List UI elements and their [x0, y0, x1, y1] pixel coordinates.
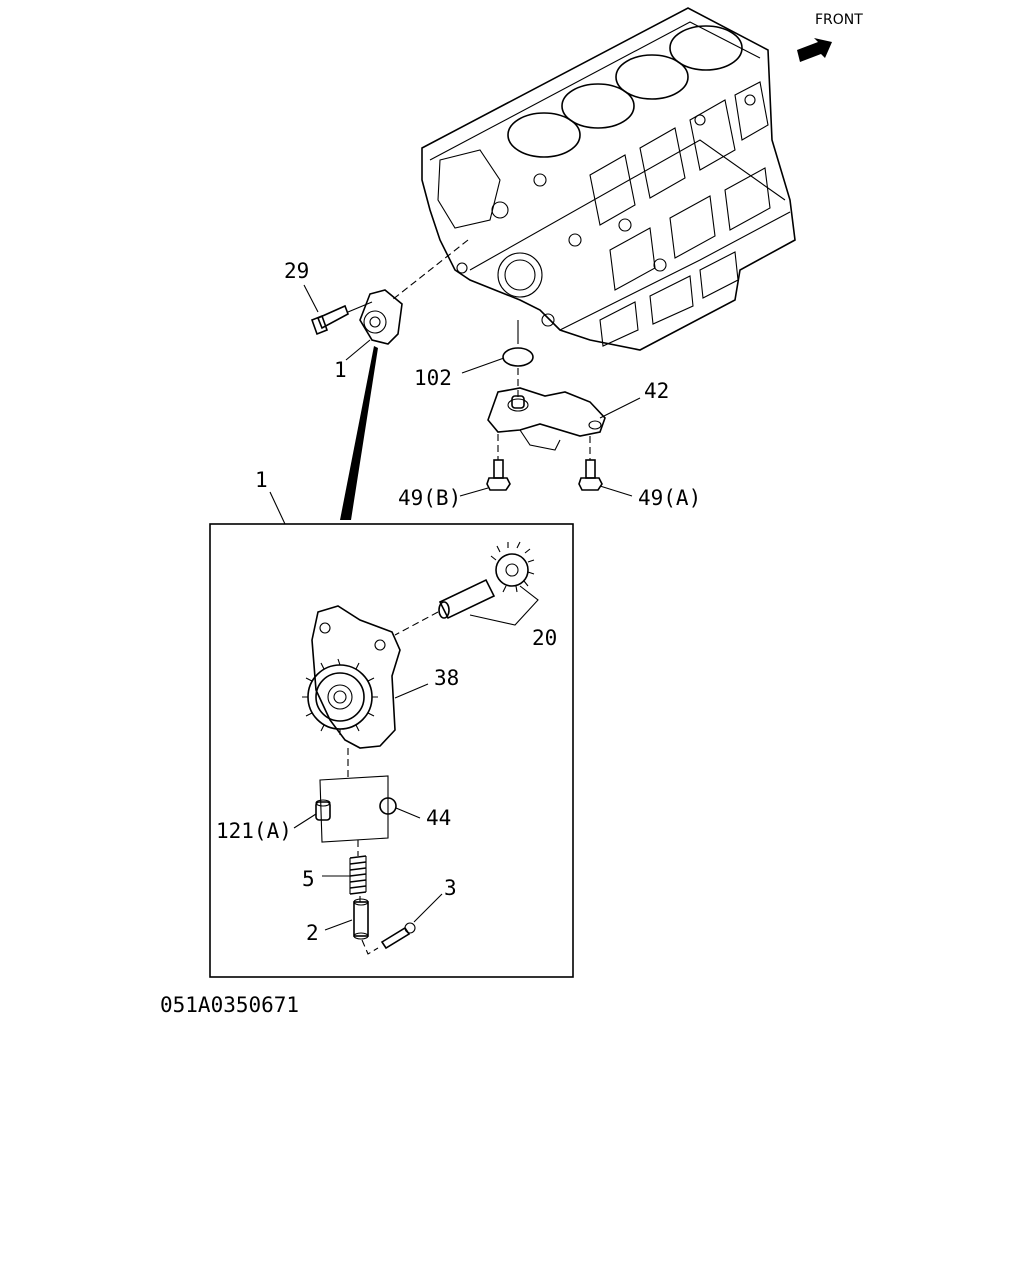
callout-38: 38 [434, 666, 459, 690]
callout-121a: 121(A) [216, 819, 292, 843]
front-arrow-icon [797, 38, 832, 62]
callout-5: 5 [302, 867, 315, 891]
callout-1-box: 1 [255, 468, 268, 492]
o-ring-102 [502, 347, 534, 367]
front-label: FRONT [815, 12, 863, 28]
spring-5 [349, 855, 367, 895]
bolt-29 [310, 301, 373, 336]
detail-box [209, 523, 574, 978]
pin-121a [315, 799, 331, 821]
plunger-2 [353, 898, 369, 940]
callout-2: 2 [306, 921, 319, 945]
callout-44: 44 [426, 806, 451, 830]
callout-49b: 49(B) [398, 486, 461, 510]
oil-pump-38 [302, 605, 401, 749]
callout-49a: 49(A) [638, 486, 701, 510]
shaft-gear-20 [438, 541, 535, 620]
ball-44 [379, 797, 397, 815]
drawing-number: 051A0350671 [160, 993, 299, 1017]
assembly-line [391, 239, 469, 301]
split-pin-3 [380, 922, 416, 950]
detail-leader [340, 346, 378, 520]
callout-1-top: 1 [334, 358, 347, 382]
bolt-49a [578, 459, 603, 491]
sub-bracket [319, 775, 389, 843]
engine-block [421, 7, 796, 351]
front-indicator: FRONT [797, 12, 863, 62]
oil-strainer-42 [487, 387, 606, 451]
callout-20: 20 [532, 626, 557, 650]
callout-3: 3 [444, 876, 457, 900]
oil-pump-small [359, 289, 403, 345]
callout-102: 102 [414, 366, 452, 390]
bolt-49b [486, 459, 511, 491]
callout-29: 29 [284, 259, 309, 283]
callout-42: 42 [644, 379, 669, 403]
